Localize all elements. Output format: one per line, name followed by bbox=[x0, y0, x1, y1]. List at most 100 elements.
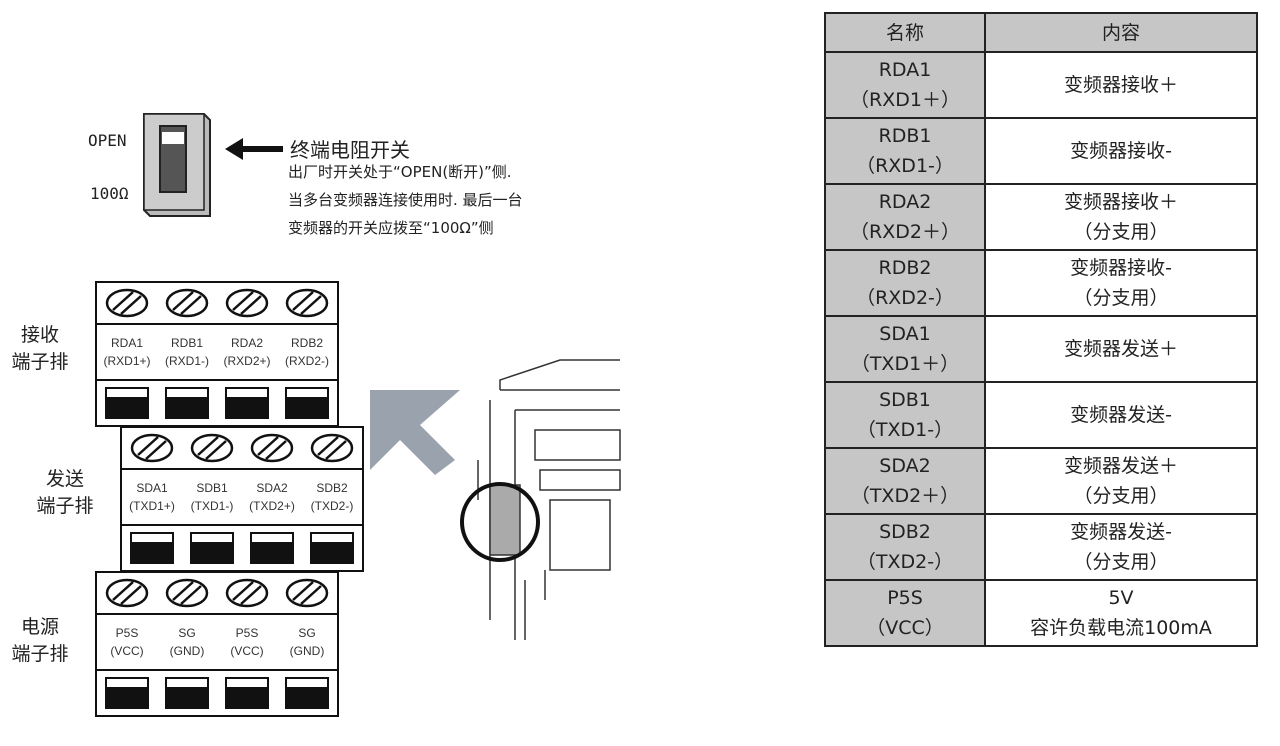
content-line: 变频器接收- bbox=[1070, 140, 1172, 162]
terminal-code: SG bbox=[178, 626, 196, 640]
name-line: RDA2 bbox=[878, 191, 932, 213]
name-cell: SDB1 （TXD1-） bbox=[824, 381, 986, 449]
wire-slot[interactable] bbox=[105, 677, 149, 709]
wire-slot[interactable] bbox=[225, 387, 269, 419]
name-line: RDB2 bbox=[878, 257, 932, 279]
block-label: 接收端子排 bbox=[0, 322, 80, 376]
content-line: 容许负载电流100mA bbox=[1030, 617, 1212, 639]
content-line: 变频器发送- bbox=[1070, 404, 1172, 426]
switch-note: 出厂时开关处于“OPEN(断开)”侧. 当多台变频器连接使用时. 最后一台 变频… bbox=[288, 158, 523, 242]
wire-slot[interactable] bbox=[310, 532, 354, 564]
terminal-signal: (TXD1-) bbox=[190, 499, 234, 513]
screw-icon[interactable] bbox=[285, 578, 329, 608]
terminal-signal: (GND) bbox=[289, 644, 325, 658]
screw-icon[interactable] bbox=[285, 288, 329, 318]
name-line: RDB1 bbox=[878, 125, 932, 147]
wire-slot[interactable] bbox=[190, 532, 234, 564]
screw-icon[interactable] bbox=[130, 433, 174, 463]
terminal-label: RDB2 (RXD2-) bbox=[277, 334, 337, 370]
name-line: （TXD1-） bbox=[856, 419, 954, 441]
terminal-signal: (VCC) bbox=[110, 644, 144, 658]
screw-icon[interactable] bbox=[105, 288, 149, 318]
screw-icon[interactable] bbox=[225, 288, 269, 318]
name-cell: RDB1 （RXD1-） bbox=[824, 117, 986, 185]
switch-title: 终端电阻开关 bbox=[290, 138, 410, 162]
name-line: SDB1 bbox=[879, 389, 931, 411]
name-line: （VCC） bbox=[866, 617, 944, 639]
content-cell: 变频器接收- bbox=[984, 117, 1258, 185]
terminal-signal: (VCC) bbox=[230, 644, 264, 658]
wire-slot[interactable] bbox=[285, 387, 329, 419]
table-row: RDB2（RXD2-）变频器接收-（分支用） bbox=[824, 249, 1258, 317]
terminal-code: SDB2 bbox=[316, 481, 348, 495]
terminal-label: RDA2(RXD2+) bbox=[217, 334, 277, 370]
terminal-code: P5S bbox=[115, 626, 139, 640]
wire-slot[interactable] bbox=[225, 677, 269, 709]
name-line: （TXD2-） bbox=[856, 551, 954, 573]
wire-slot[interactable] bbox=[105, 387, 149, 419]
terminal-code: RDB2 bbox=[290, 336, 323, 350]
name-line: （TXD2＋） bbox=[850, 485, 960, 507]
screw-icon[interactable] bbox=[105, 578, 149, 608]
terminal-label: SDB1(TXD1-) bbox=[182, 479, 242, 515]
name-cell: RDB2（RXD2-） bbox=[824, 249, 986, 317]
terminal-signal: (RXD2-) bbox=[285, 354, 329, 368]
name-line: SDA1 bbox=[879, 323, 931, 345]
content-cell: 变频器接收＋ bbox=[984, 51, 1258, 119]
terminal-signal: (TXD2+) bbox=[249, 499, 295, 513]
content-line: 变频器接收- bbox=[1070, 257, 1172, 279]
content-line: （分支用） bbox=[1073, 485, 1169, 507]
content-line: 变频器发送- bbox=[1070, 521, 1172, 543]
note-line: 出厂时开关处于“OPEN(断开)”侧. bbox=[288, 163, 512, 181]
terminal-label: SDA1(TXD1+) bbox=[122, 479, 182, 515]
terminal-label: SG (GND) bbox=[277, 624, 337, 660]
name-line: （RXD1-） bbox=[856, 155, 954, 177]
name-line: SDB2 bbox=[879, 521, 931, 543]
screw-icon[interactable] bbox=[190, 433, 234, 463]
table-row: RDB1 （RXD1-） 变频器接收- bbox=[824, 117, 1258, 185]
screw-icon[interactable] bbox=[250, 433, 294, 463]
table-row: RDA2（RXD2＋）变频器接收＋（分支用） bbox=[824, 183, 1258, 251]
wire-slot[interactable] bbox=[250, 532, 294, 564]
arrow-left-icon bbox=[225, 138, 283, 160]
screw-icon[interactable] bbox=[165, 288, 209, 318]
terminal-signal: (GND) bbox=[169, 644, 205, 658]
dip-switch-icon bbox=[143, 113, 211, 217]
terminal-code: SDA1 bbox=[136, 481, 168, 495]
terminal-signal: (RXD1+) bbox=[103, 354, 151, 368]
block-label-line: 端子排 bbox=[11, 643, 69, 665]
name-line: RDA1 bbox=[878, 59, 932, 81]
terminal-code: RDB1 bbox=[170, 336, 203, 350]
note-line: 当多台变频器连接使用时. 最后一台 bbox=[288, 191, 523, 209]
terminal-block: RDA1(RXD1+)RDB1(RXD1-)RDA2(RXD2+)RDB2(RX… bbox=[95, 281, 339, 427]
wire-slot[interactable] bbox=[130, 532, 174, 564]
block-label-line: 电源 bbox=[20, 616, 59, 638]
table-row: SDB2 （TXD2-） 变频器发送-（分支用） bbox=[824, 513, 1258, 581]
wire-slot[interactable] bbox=[165, 387, 209, 419]
block-label: 发送端子排 bbox=[25, 466, 105, 520]
table-row: SDA2（TXD2＋）变频器发送＋（分支用） bbox=[824, 447, 1258, 515]
content-cell: 变频器发送＋（分支用） bbox=[984, 447, 1258, 515]
terminal-code: SG bbox=[298, 626, 316, 640]
name-cell: RDA2 （RXD2＋） bbox=[824, 183, 986, 251]
header-content: 内容 bbox=[984, 12, 1258, 53]
table-row: SDA1（TXD1＋）变频器发送＋ bbox=[824, 315, 1258, 383]
screw-icon[interactable] bbox=[310, 433, 354, 463]
wire-slot[interactable] bbox=[165, 677, 209, 709]
screw-icon[interactable] bbox=[165, 578, 209, 608]
terminal-signal: (RXD1-) bbox=[165, 354, 209, 368]
table-row: RDA1（RXD1＋）变频器接收＋ bbox=[824, 51, 1258, 119]
name-line: （RXD2＋） bbox=[850, 221, 960, 243]
terminal-table: 名称 内容 RDA1（RXD1＋）变频器接收＋RDB1（RXD1-）变频器接收-… bbox=[824, 12, 1258, 647]
name-cell: SDA2（TXD2＋） bbox=[824, 447, 986, 515]
terminal-label: P5S (VCC) bbox=[97, 624, 157, 660]
wire-slot[interactable] bbox=[285, 677, 329, 709]
content-cell: 变频器发送- bbox=[984, 381, 1258, 449]
terminal-code: RDA2 bbox=[230, 336, 263, 350]
direction-arrow-icon bbox=[370, 390, 460, 475]
terminal-signal: (TXD2-) bbox=[310, 499, 354, 513]
screw-icon[interactable] bbox=[225, 578, 269, 608]
content-cell: 变频器发送-（分支用） bbox=[984, 513, 1258, 581]
